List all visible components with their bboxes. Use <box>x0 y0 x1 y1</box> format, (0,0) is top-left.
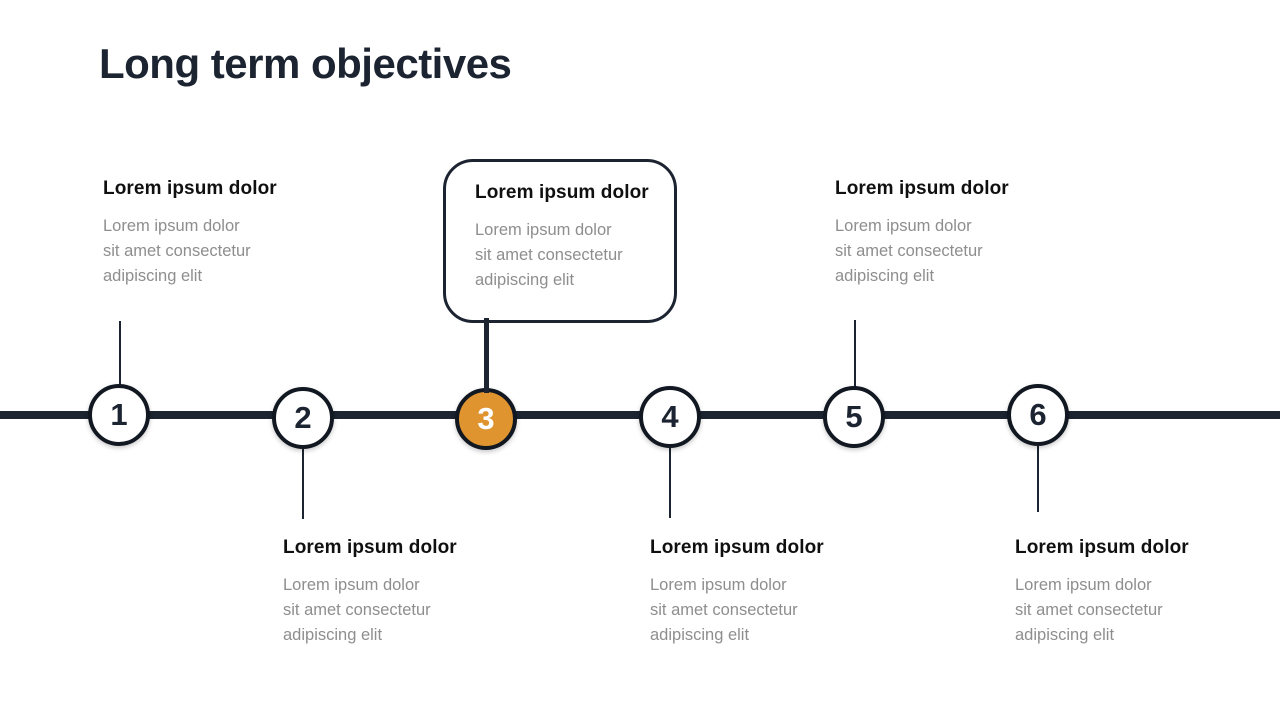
step-2-heading: Lorem ipsum dolor <box>283 537 457 558</box>
timeline-node-3[interactable]: 3 <box>455 388 517 450</box>
step-6-heading: Lorem ipsum dolor <box>1015 537 1189 558</box>
step-5-connector <box>854 320 856 388</box>
step-1-connector <box>119 321 121 389</box>
step-3-heading: Lorem ipsum dolor <box>475 182 649 203</box>
step-5-body-line-3: adipiscing elit <box>835 267 935 285</box>
step-2-connector <box>302 449 304 519</box>
step-2-text-block: Lorem ipsum dolor Lorem ipsum dolor sit … <box>283 537 543 648</box>
step-5-heading: Lorem ipsum dolor <box>835 178 1009 199</box>
step-6-connector <box>1037 446 1039 512</box>
step-3-body: Lorem ipsum dolor sit amet consectetur a… <box>475 218 675 293</box>
step-2-body-line-2: sit amet consectetur <box>283 601 431 619</box>
page-title: Long term objectives <box>99 40 512 87</box>
step-5-body-line-2: sit amet consectetur <box>835 242 983 260</box>
step-4-body-line-2: sit amet consectetur <box>650 601 798 619</box>
timeline-node-2[interactable]: 2 <box>272 387 334 449</box>
step-4-connector <box>669 448 671 518</box>
step-3-body-line-1: Lorem ipsum dolor <box>475 221 612 239</box>
step-6-text-block: Lorem ipsum dolor Lorem ipsum dolor sit … <box>1015 537 1275 648</box>
timeline-node-1[interactable]: 1 <box>88 384 150 446</box>
step-4-body: Lorem ipsum dolor sit amet consectetur a… <box>650 573 910 648</box>
step-3-text-block: Lorem ipsum dolor Lorem ipsum dolor sit … <box>475 182 675 293</box>
step-3-connector <box>484 318 489 393</box>
step-4-body-line-1: Lorem ipsum dolor <box>650 576 787 594</box>
step-5-body-line-1: Lorem ipsum dolor <box>835 217 972 235</box>
step-6-body-line-3: adipiscing elit <box>1015 626 1115 644</box>
step-1-text-block: Lorem ipsum dolor Lorem ipsum dolor sit … <box>103 178 363 289</box>
step-2-body: Lorem ipsum dolor sit amet consectetur a… <box>283 573 543 648</box>
timeline-node-5[interactable]: 5 <box>823 386 885 448</box>
step-6-body-line-2: sit amet consectetur <box>1015 601 1163 619</box>
step-1-body: Lorem ipsum dolor sit amet consectetur a… <box>103 214 363 289</box>
step-3-body-line-3: adipiscing elit <box>475 271 575 289</box>
step-5-body: Lorem ipsum dolor sit amet consectetur a… <box>835 214 1095 289</box>
step-4-heading: Lorem ipsum dolor <box>650 537 824 558</box>
timeline-node-4[interactable]: 4 <box>639 386 701 448</box>
timeline-node-6[interactable]: 6 <box>1007 384 1069 446</box>
step-5-text-block: Lorem ipsum dolor Lorem ipsum dolor sit … <box>835 178 1095 289</box>
step-1-body-line-2: sit amet consectetur <box>103 242 251 260</box>
step-6-body: Lorem ipsum dolor sit amet consectetur a… <box>1015 573 1275 648</box>
step-1-body-line-3: adipiscing elit <box>103 267 203 285</box>
step-3-highlight-card[interactable]: Lorem ipsum dolor Lorem ipsum dolor sit … <box>443 159 677 323</box>
step-1-body-line-1: Lorem ipsum dolor <box>103 217 240 235</box>
step-4-body-line-3: adipiscing elit <box>650 626 750 644</box>
step-1-heading: Lorem ipsum dolor <box>103 178 277 199</box>
step-2-body-line-3: adipiscing elit <box>283 626 383 644</box>
step-2-body-line-1: Lorem ipsum dolor <box>283 576 420 594</box>
step-4-text-block: Lorem ipsum dolor Lorem ipsum dolor sit … <box>650 537 910 648</box>
step-6-body-line-1: Lorem ipsum dolor <box>1015 576 1152 594</box>
step-3-body-line-2: sit amet consectetur <box>475 246 623 264</box>
